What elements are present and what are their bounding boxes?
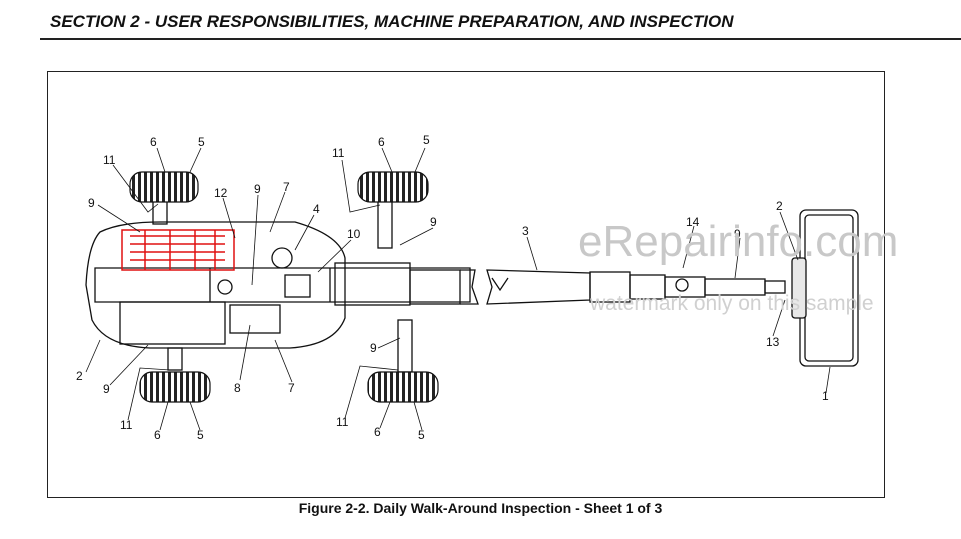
- title-rule: [40, 38, 961, 40]
- callout-4: 4: [313, 202, 320, 216]
- callout-11: 11: [336, 415, 349, 429]
- callout-9: 9: [430, 215, 437, 229]
- watermark-note: watermark only on this sample: [589, 292, 874, 315]
- callout-9: 9: [103, 382, 110, 396]
- callout-5: 5: [423, 133, 430, 147]
- engine-highlight: [121, 229, 235, 271]
- section-title: SECTION 2 - USER RESPONSIBILITIES, MACHI…: [50, 12, 734, 31]
- figure-caption: Figure 2-2. Daily Walk-Around Inspection…: [298, 500, 663, 516]
- rear-tire-bottom: [139, 371, 211, 403]
- callout-6: 6: [374, 425, 381, 439]
- callout-10: 10: [347, 227, 361, 241]
- callout-2: 2: [76, 369, 83, 383]
- callout-5: 5: [197, 428, 204, 442]
- callout-9: 9: [254, 182, 261, 196]
- callout-9: 9: [88, 196, 95, 210]
- platform: [791, 209, 859, 367]
- chassis: [85, 221, 471, 349]
- front-tire-bottom: [367, 371, 439, 403]
- callout-2: 2: [776, 199, 783, 213]
- callout-7: 7: [283, 180, 290, 194]
- callout-11: 11: [120, 418, 133, 432]
- callout-9: 9: [370, 341, 377, 355]
- leader-lines: [85, 147, 831, 431]
- rear-tire-top: [129, 171, 199, 203]
- callout-labels: 6 5 11 9 12 9 7 4 10 6 5 11 9 3 14 9 2 1…: [76, 133, 829, 442]
- callout-6: 6: [378, 135, 385, 149]
- callout-12: 12: [214, 186, 228, 200]
- callout-14: 14: [686, 215, 700, 229]
- callout-3: 3: [522, 224, 529, 238]
- callout-6: 6: [150, 135, 157, 149]
- figure-frame: [47, 71, 885, 498]
- callout-5: 5: [198, 135, 205, 149]
- callout-1: 1: [822, 389, 829, 403]
- callout-5: 5: [418, 428, 425, 442]
- callout-8: 8: [234, 381, 241, 395]
- callout-7: 7: [288, 381, 295, 395]
- watermark-site: eRepairinfo.com: [578, 217, 898, 266]
- callout-11: 11: [332, 146, 345, 160]
- boom: [409, 269, 786, 305]
- callout-6: 6: [154, 428, 161, 442]
- front-tire-top: [357, 171, 429, 203]
- callout-13: 13: [766, 335, 780, 349]
- callout-9: 9: [734, 227, 741, 241]
- callout-11: 11: [103, 153, 116, 167]
